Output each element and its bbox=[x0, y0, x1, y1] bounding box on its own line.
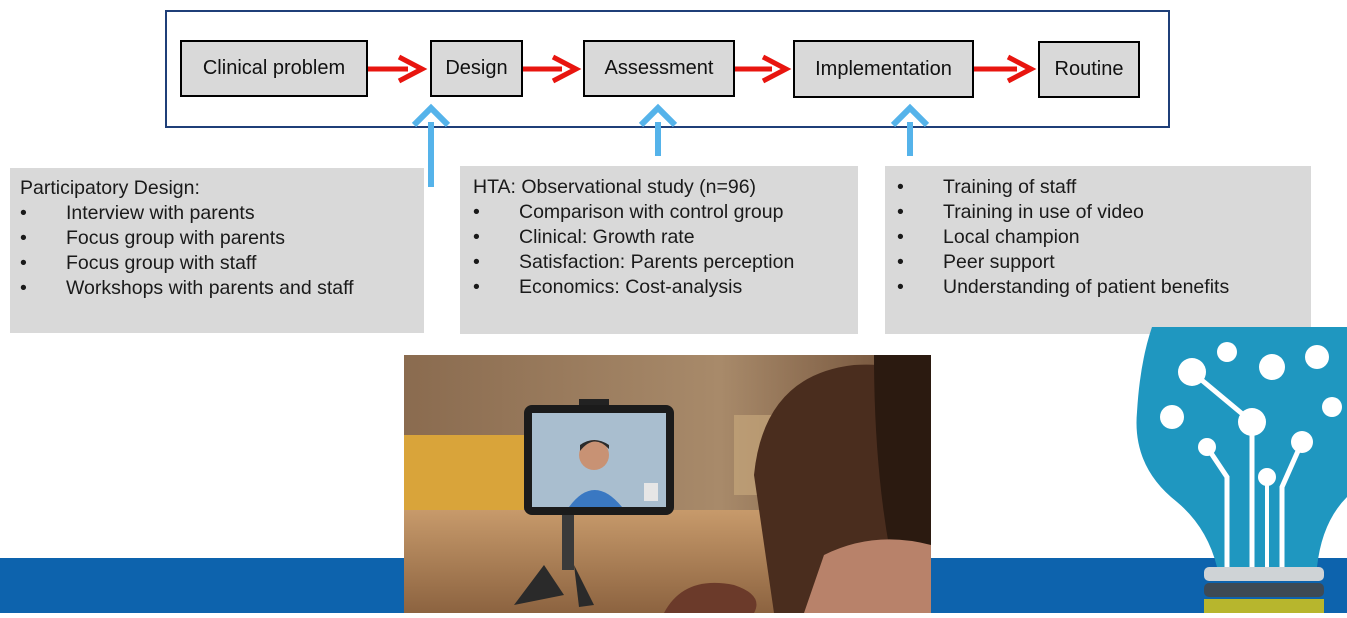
step-design: Design bbox=[430, 40, 523, 97]
flow-arrow-design bbox=[368, 54, 428, 84]
panel-participatory-design: Participatory Design: Interview with par… bbox=[10, 168, 424, 333]
list-item: Focus group with parents bbox=[20, 226, 424, 251]
lightbulb-graphic bbox=[1132, 327, 1347, 613]
panel-implementation: Training of staff Training in use of vid… bbox=[885, 166, 1311, 334]
flow-arrow-assessment bbox=[523, 54, 582, 84]
list-item: Focus group with staff bbox=[20, 251, 424, 276]
list-item: Workshops with parents and staff bbox=[20, 276, 424, 301]
panel-title: Participatory Design: bbox=[20, 177, 200, 199]
list-item: Local champion bbox=[897, 225, 1311, 250]
list-item: Understanding of patient benefits bbox=[897, 275, 1311, 300]
assessment-list: Comparison with control group Clinical: … bbox=[473, 200, 858, 300]
design-list: Interview with parents Focus group with … bbox=[20, 201, 424, 301]
panel-title: HTA: Observational study (n=96) bbox=[473, 176, 757, 198]
step-implementation: Implementation bbox=[793, 40, 974, 98]
list-item: Economics: Cost-analysis bbox=[473, 275, 858, 300]
list-item: Training in use of video bbox=[897, 200, 1311, 225]
step-clinical-problem: Clinical problem bbox=[180, 40, 368, 97]
flow-arrow-routine bbox=[974, 54, 1037, 84]
step-routine: Routine bbox=[1038, 41, 1140, 98]
flow-arrow-implementation bbox=[735, 54, 792, 84]
up-arrow-implementation bbox=[890, 103, 930, 156]
up-arrow-assessment bbox=[638, 103, 678, 156]
panel-hta-assessment: HTA: Observational study (n=96) Comparis… bbox=[460, 166, 858, 334]
photo-drawing bbox=[404, 355, 931, 613]
list-item: Clinical: Growth rate bbox=[473, 225, 858, 250]
list-item: Training of staff bbox=[897, 175, 1311, 200]
lightbulb-icon bbox=[1136, 327, 1347, 613]
implementation-list: Training of staff Training in use of vid… bbox=[897, 175, 1311, 300]
step-assessment: Assessment bbox=[583, 40, 735, 97]
list-item: Peer support bbox=[897, 250, 1311, 275]
up-arrow-design bbox=[411, 103, 451, 187]
list-item: Interview with parents bbox=[20, 201, 424, 226]
list-item: Comparison with control group bbox=[473, 200, 858, 225]
parent-video-call-photo bbox=[404, 355, 931, 613]
list-item: Satisfaction: Parents perception bbox=[473, 250, 858, 275]
